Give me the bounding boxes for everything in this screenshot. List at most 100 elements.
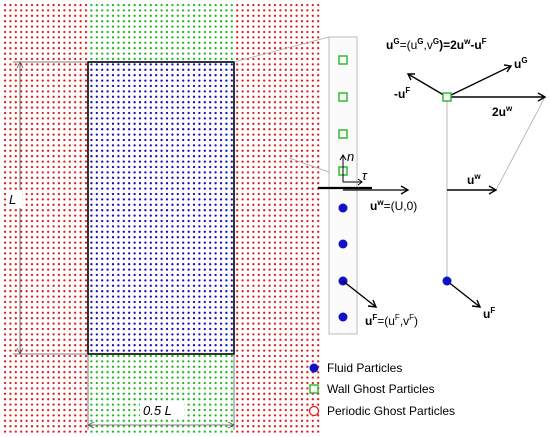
lattice-particle xyxy=(203,133,206,136)
lattice-particle xyxy=(133,376,136,379)
lattice-particle xyxy=(279,273,282,277)
lattice-particle xyxy=(133,14,136,17)
lattice-particle xyxy=(41,425,44,428)
lattice-particle xyxy=(241,246,244,250)
lattice-particle xyxy=(187,128,190,131)
lattice-particle xyxy=(165,149,169,152)
lattice-particle xyxy=(273,187,277,190)
lattice-particle xyxy=(95,14,98,17)
lattice-particle xyxy=(63,52,66,55)
lattice-particle xyxy=(160,9,163,12)
lattice-particle xyxy=(290,214,293,217)
lattice-particle xyxy=(111,322,115,325)
lattice-particle xyxy=(111,138,115,142)
lattice-particle xyxy=(138,47,142,50)
lattice-particle xyxy=(74,230,77,233)
lattice-particle xyxy=(79,230,82,233)
lattice-particle xyxy=(268,84,271,88)
lattice-particle xyxy=(317,225,320,228)
lattice-particle xyxy=(160,47,163,50)
lattice-particle xyxy=(165,371,169,374)
lattice-particle xyxy=(176,252,179,255)
lattice-particle xyxy=(192,36,196,39)
lattice-particle xyxy=(128,252,131,255)
lattice-particle xyxy=(284,52,287,55)
lattice-particle xyxy=(187,144,190,147)
lattice-particle xyxy=(192,20,196,23)
lattice-particle xyxy=(63,144,66,147)
lattice-particle xyxy=(171,30,174,34)
lattice-particle xyxy=(219,57,223,61)
lattice-particle xyxy=(41,182,44,185)
lattice-particle xyxy=(14,52,17,55)
lattice-particle xyxy=(128,376,131,379)
lattice-particle xyxy=(192,387,196,390)
lattice-particle xyxy=(203,349,206,352)
lattice-particle xyxy=(295,230,298,233)
lattice-particle xyxy=(306,317,309,320)
lattice-particle xyxy=(149,246,152,250)
lattice-particle xyxy=(176,41,179,44)
zoom-guides xyxy=(233,36,330,173)
lattice-particle xyxy=(187,41,190,44)
lattice-particle xyxy=(14,36,17,39)
lattice-particle xyxy=(144,246,147,250)
lattice-particle xyxy=(9,20,12,23)
lattice-particle xyxy=(171,338,174,341)
lattice-particle xyxy=(182,138,185,142)
lattice-particle xyxy=(41,160,44,163)
lattice-particle xyxy=(263,322,266,325)
lattice-particle xyxy=(122,133,125,136)
lattice-particle xyxy=(133,225,136,228)
lattice-particle xyxy=(20,79,23,82)
lattice-particle xyxy=(95,300,98,304)
lattice-particle xyxy=(95,246,98,250)
lattice-particle xyxy=(182,284,185,287)
lattice-particle xyxy=(122,214,125,217)
lattice-particle xyxy=(214,47,217,50)
lattice-particle xyxy=(241,317,244,320)
lattice-particle xyxy=(74,192,77,196)
lattice-particle xyxy=(3,236,7,239)
lattice-particle xyxy=(182,117,185,120)
lattice-particle xyxy=(20,111,23,115)
lattice-particle xyxy=(30,187,34,190)
lattice-particle xyxy=(90,230,93,233)
lattice-particle xyxy=(279,203,282,206)
lattice-particle xyxy=(79,241,82,244)
lattice-particle xyxy=(241,344,244,347)
lattice-particle xyxy=(41,203,44,206)
lattice-particle xyxy=(68,365,71,368)
lattice-particle xyxy=(101,138,104,142)
lattice-particle xyxy=(47,52,50,55)
lattice-particle xyxy=(160,95,163,98)
lattice-particle xyxy=(122,25,125,28)
lattice-particle xyxy=(9,144,12,147)
lattice-particle xyxy=(225,306,228,309)
lattice-particle xyxy=(290,241,293,244)
lattice-particle xyxy=(192,30,196,34)
lattice-particle xyxy=(165,225,169,228)
lattice-particle xyxy=(106,349,109,352)
lattice-particle xyxy=(203,376,206,379)
lattice-particle xyxy=(209,403,212,406)
lattice-particle xyxy=(84,41,88,44)
lattice-particle xyxy=(165,74,169,77)
lattice-particle xyxy=(41,403,44,406)
lattice-particle xyxy=(57,57,61,61)
lattice-particle xyxy=(225,47,228,50)
lattice-particle xyxy=(14,333,17,336)
lattice-particle xyxy=(236,149,239,152)
lattice-particle xyxy=(101,268,104,271)
lattice-particle xyxy=(182,3,185,7)
lattice-particle xyxy=(290,187,293,190)
lattice-particle xyxy=(317,311,320,314)
lattice-particle xyxy=(279,63,282,66)
lattice-particle xyxy=(36,419,39,422)
lattice-particle xyxy=(138,79,142,82)
lattice-particle xyxy=(117,14,120,17)
lattice-particle xyxy=(236,117,239,120)
lattice-particle xyxy=(198,117,201,120)
lattice-particle xyxy=(138,3,142,7)
lattice-particle xyxy=(241,160,244,163)
